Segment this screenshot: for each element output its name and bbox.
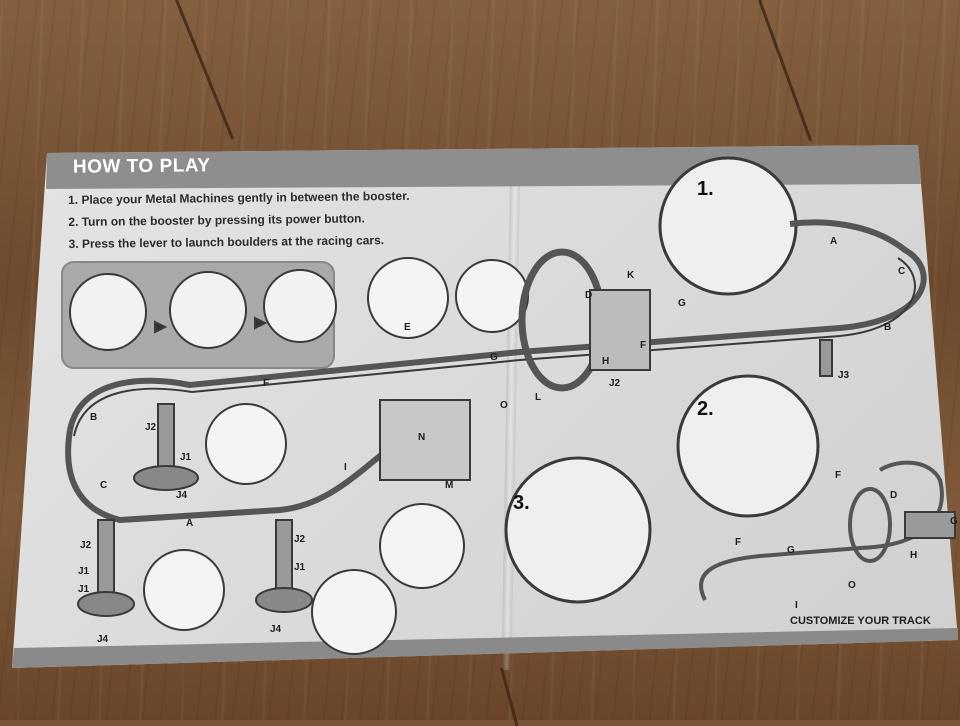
callout-circle-2 [676,374,820,518]
label-c: C [100,480,108,491]
label-j3: J3 [838,370,850,381]
label-h: H [910,550,918,561]
launcher-machine [589,289,651,371]
label-f: F [263,378,270,389]
label-j2: J2 [145,422,157,433]
detail-circle-e [367,257,449,339]
label-j4: J4 [270,624,282,635]
booster-illustration-3 [263,269,337,343]
arrow-icon [254,316,268,330]
label-j1: J1 [180,452,192,463]
label-g: G [490,352,498,363]
label-g: G [950,516,958,527]
label-e: E [404,322,411,333]
pillar [275,519,293,599]
label-a: A [186,518,194,529]
label-m: M [445,480,454,491]
pillar-base [255,587,313,613]
customize-heading: CUSTOMIZE YOUR TRACK [790,615,931,627]
label-d: D [890,490,898,501]
pillar [97,519,115,601]
label-j2: J2 [294,534,306,545]
pillar-base [77,591,135,617]
label-g: G [787,545,795,556]
label-f: F [640,340,647,351]
label-g: G [678,298,686,309]
label-c: C [898,266,906,277]
label-i: I [344,462,347,473]
label-a: A [830,236,838,247]
pillar-base [133,465,199,491]
pillar [819,339,833,377]
label-f: F [835,470,842,481]
label-h: H [602,356,610,367]
label-j1: J1 [78,584,90,595]
label-d: D [585,290,593,301]
pillar [157,403,175,475]
label-j2: J2 [609,378,621,389]
label-b: B [884,322,892,333]
booster-illustration-2 [169,271,247,349]
detail-circle-pillar-2 [311,569,397,655]
callout-circle-3 [504,456,652,604]
customize-loop [848,487,892,563]
arrow-icon [154,320,168,334]
booster-illustration-1 [69,273,147,351]
track-top-inner [73,257,916,437]
customize-booster [904,511,956,539]
detail-circle-clip [455,259,529,333]
callout-circle-1 [658,156,798,296]
label-o: O [500,400,508,411]
label-j1: J1 [78,566,90,577]
callout-number-3: 3. [513,492,530,514]
boulder-launcher [379,399,471,481]
label-j4: J4 [97,634,109,645]
detail-circle-pillar-1 [143,549,225,631]
label-f: F [735,537,742,548]
label-n: N [418,432,426,443]
label-l: L [535,392,542,403]
track-bottom [65,429,402,524]
detail-circle-joint [205,403,287,485]
label-b: B [90,412,98,423]
label-j1: J1 [294,562,306,573]
callout-number-2: 2. [697,398,714,420]
label-j2: J2 [80,540,92,551]
label-j4: J4 [176,490,188,501]
label-k: K [627,270,635,281]
callout-number-1: 1. [697,178,714,200]
label-o: O [848,580,856,591]
detail-circle-track-end [379,503,465,589]
label-i: I [795,600,798,611]
